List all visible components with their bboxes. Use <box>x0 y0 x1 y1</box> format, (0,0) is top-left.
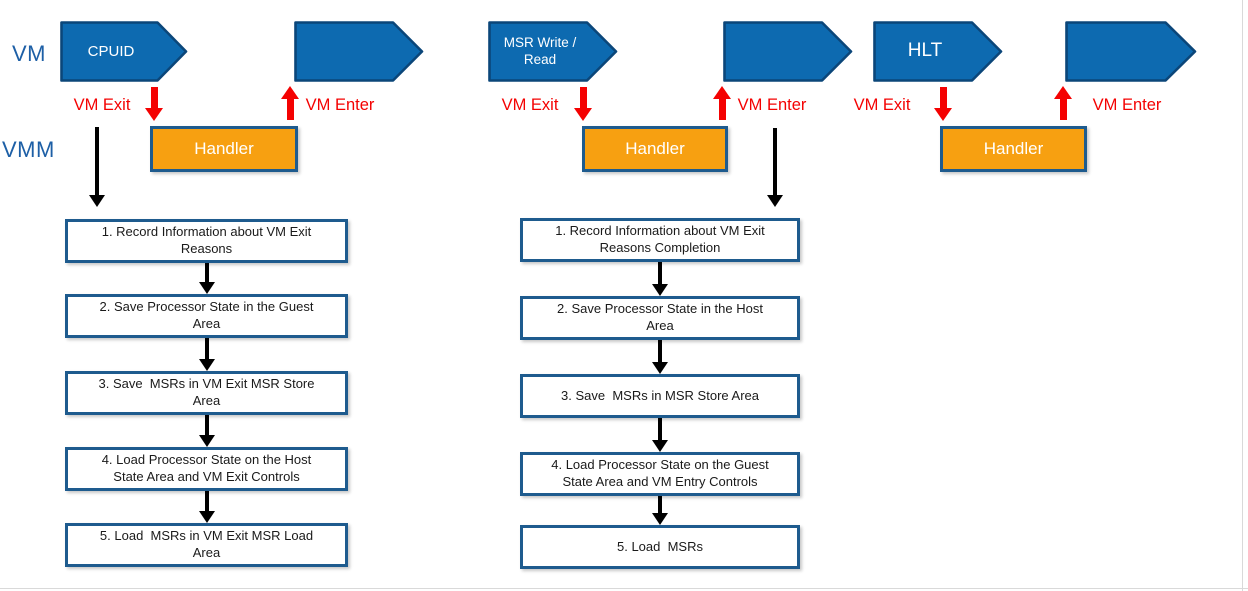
instruction-label: MSR Write / Read <box>503 35 577 67</box>
arrow-shaft <box>658 262 662 284</box>
arrow-head <box>767 195 783 207</box>
lane-label-vm: VM <box>12 41 46 66</box>
arrow-head <box>1054 86 1072 99</box>
connector-arrow-icon <box>199 263 215 294</box>
arrow-shaft <box>150 87 158 108</box>
pentagon-arrow-icon <box>873 21 1003 82</box>
arrow-shaft <box>205 491 209 511</box>
instruction-shape-cpuid: CPUID <box>60 21 188 82</box>
resume-shape <box>723 21 853 82</box>
resume-shape <box>1065 21 1197 82</box>
connector-arrow-icon <box>652 340 668 374</box>
arrow-head <box>199 282 215 294</box>
lane-label-vmm: VMM <box>2 137 55 162</box>
arrow-shaft <box>205 263 209 282</box>
arrow-shaft <box>658 340 662 362</box>
arrow-head <box>281 86 299 99</box>
flow-step-1: 1. Record Information about VM Exit Reas… <box>65 219 348 263</box>
pentagon-arrow-icon <box>294 21 424 82</box>
instruction-shape-msr: MSR Write / Read <box>488 21 618 82</box>
handler-box: Handler <box>582 126 728 172</box>
flow-step-4: 4. Load Processor State on the Guest Sta… <box>520 452 800 496</box>
connector-arrow-icon <box>652 262 668 296</box>
vm-exit-label: VM Exit <box>501 96 559 114</box>
arrow-shaft <box>658 496 662 513</box>
arrow-shaft <box>95 127 99 195</box>
arrow-shaft <box>718 99 726 120</box>
arrow-head <box>199 435 215 447</box>
flow-entry-arrow-icon <box>89 127 105 207</box>
pentagon-arrow-icon <box>60 21 188 82</box>
flow-step-3: 3. Save MSRs in MSR Store Area <box>520 374 800 418</box>
flow-step-1: 1. Record Information about VM Exit Reas… <box>520 218 800 262</box>
arrow-shaft <box>205 338 209 359</box>
arrow-head <box>89 195 105 207</box>
flow-step-4: 4. Load Processor State on the Host Stat… <box>65 447 348 491</box>
handler-box: Handler <box>150 126 298 172</box>
instruction-label: CPUID <box>87 42 135 60</box>
instruction-label: HLT <box>907 40 943 62</box>
vm-enter-arrow-icon <box>713 86 731 120</box>
instruction-shape-hlt: HLT <box>873 21 1003 82</box>
vm-exit-arrow-icon <box>934 87 952 121</box>
arrow-shaft <box>939 87 947 108</box>
arrow-shaft <box>773 128 777 195</box>
connector-arrow-icon <box>199 338 215 371</box>
vm-exit-arrow-icon <box>574 87 592 121</box>
arrow-shaft <box>579 87 587 108</box>
arrow-head <box>652 513 668 525</box>
connector-arrow-icon <box>652 418 668 452</box>
arrow-shaft <box>1059 99 1067 120</box>
connector-arrow-icon <box>199 491 215 523</box>
arrow-head <box>652 362 668 374</box>
flow-step-5: 5. Load MSRs in VM Exit MSR Load Area <box>65 523 348 567</box>
arrow-head <box>199 359 215 371</box>
page-right-border <box>1242 0 1243 591</box>
flow-entry-arrow-icon <box>767 128 783 207</box>
pentagon-arrow-icon <box>488 21 618 82</box>
flow-step-2: 2. Save Processor State in the Guest Are… <box>65 294 348 338</box>
resume-shape <box>294 21 424 82</box>
page-bottom-border <box>0 588 1248 589</box>
arrow-head <box>574 108 592 121</box>
arrow-head <box>199 511 215 523</box>
handler-box: Handler <box>940 126 1087 172</box>
connector-arrow-icon <box>652 496 668 525</box>
vm-exit-label: VM Exit <box>853 96 911 114</box>
vm-enter-arrow-icon <box>1054 86 1072 120</box>
vm-enter-label: VM Enter <box>1092 96 1162 114</box>
vm-exit-label: VM Exit <box>73 96 131 114</box>
arrow-head <box>713 86 731 99</box>
arrow-shaft <box>658 418 662 440</box>
vm-enter-label: VM Enter <box>305 96 375 114</box>
flow-step-5: 5. Load MSRs <box>520 525 800 569</box>
vm-exit-arrow-icon <box>145 87 163 121</box>
connector-arrow-icon <box>199 415 215 447</box>
arrow-shaft <box>205 415 209 435</box>
arrow-head <box>652 440 668 452</box>
arrow-head <box>652 284 668 296</box>
arrow-head <box>145 108 163 121</box>
vm-enter-arrow-icon <box>281 86 299 120</box>
arrow-head <box>934 108 952 121</box>
flow-step-2: 2. Save Processor State in the Host Area <box>520 296 800 340</box>
vm-enter-label: VM Enter <box>737 96 807 114</box>
arrow-shaft <box>286 99 294 120</box>
flow-step-3: 3. Save MSRs in VM Exit MSR Store Area <box>65 371 348 415</box>
pentagon-arrow-icon <box>1065 21 1197 82</box>
pentagon-arrow-icon <box>723 21 853 82</box>
